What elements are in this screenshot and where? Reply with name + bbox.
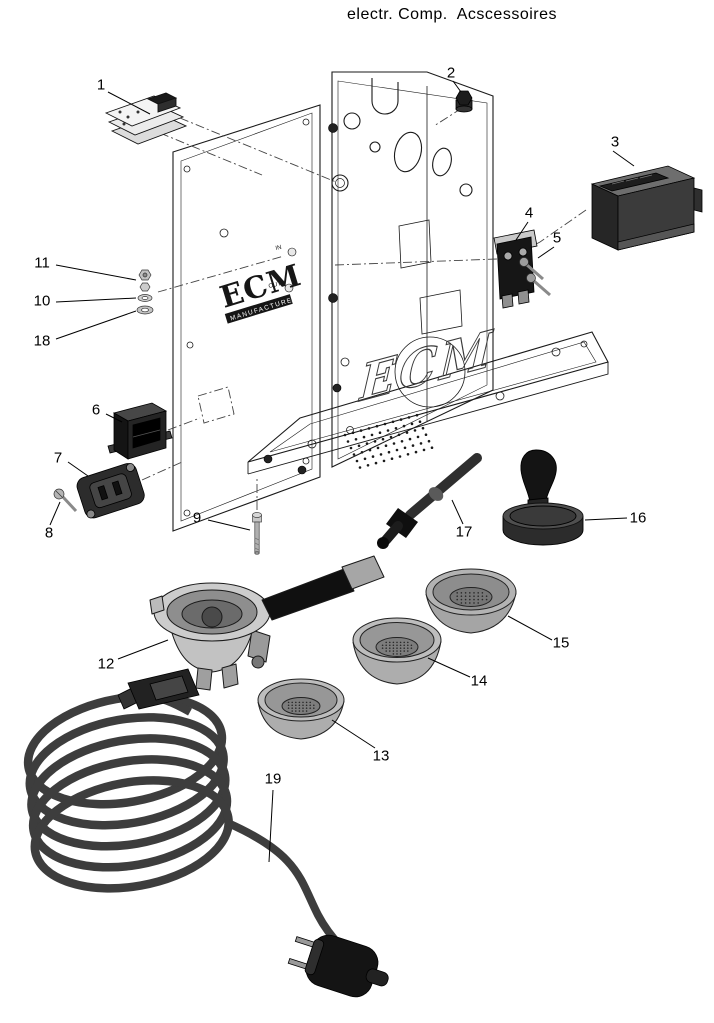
schuko-plug xyxy=(287,934,389,998)
part-2-cap-nut xyxy=(455,90,473,113)
part-14-filter-basket-medium xyxy=(352,617,442,685)
callout-17: 17 xyxy=(455,523,473,541)
iec-connector xyxy=(117,668,200,710)
callout-4: 4 xyxy=(524,204,534,222)
callout-9: 9 xyxy=(192,509,202,527)
base-logo-text: ECM xyxy=(353,317,502,415)
frame-fittings xyxy=(263,123,342,475)
projection-lines xyxy=(141,107,587,510)
callout-3: 3 xyxy=(610,133,620,151)
page-title: electr. Comp. Acscessoires xyxy=(346,6,558,23)
part-6-rocker-switch xyxy=(107,402,173,460)
part-9-pin xyxy=(252,512,262,555)
callout-7: 7 xyxy=(53,449,63,467)
part-7-socket-connector xyxy=(76,463,145,519)
callout-14: 14 xyxy=(470,672,488,690)
fitting-in-label: IN xyxy=(275,245,282,252)
callout-12: 12 xyxy=(97,655,115,673)
machine-frame xyxy=(172,71,609,532)
part-16-tamper xyxy=(502,449,584,546)
part-5-screws xyxy=(519,257,551,297)
callout-18: 18 xyxy=(33,332,51,350)
part-19-power-cord xyxy=(23,668,389,998)
callout-5: 5 xyxy=(552,229,562,247)
callout-leader-lines xyxy=(49,80,635,863)
part-8-screw xyxy=(53,488,78,513)
part-1-circuit-boards xyxy=(104,92,188,145)
part-17-lever-key xyxy=(377,453,482,549)
part-12-portafilter xyxy=(149,555,385,691)
callout-19: 19 xyxy=(264,770,282,788)
callout-11: 11 xyxy=(34,254,50,272)
part-13-filter-basket-small xyxy=(257,678,345,740)
callout-2: 2 xyxy=(446,64,456,82)
part-3-control-box xyxy=(590,165,703,251)
callout-13: 13 xyxy=(372,747,390,765)
base-perforation-grid xyxy=(343,413,434,469)
callout-15: 15 xyxy=(552,634,570,652)
callout-8: 8 xyxy=(44,524,54,542)
callout-1: 1 xyxy=(96,76,106,94)
callout-16: 16 xyxy=(629,509,647,527)
callout-6: 6 xyxy=(91,401,101,419)
fitting-out-label: OUT xyxy=(268,281,282,290)
part-10-11-18-fasteners xyxy=(136,269,154,315)
callout-10: 10 xyxy=(33,292,51,310)
frame-branding: ECM MANUFACTURE ECM IN OUT xyxy=(216,245,503,416)
part-15-filter-basket-large xyxy=(425,568,517,634)
part-4-switch xyxy=(493,229,538,309)
